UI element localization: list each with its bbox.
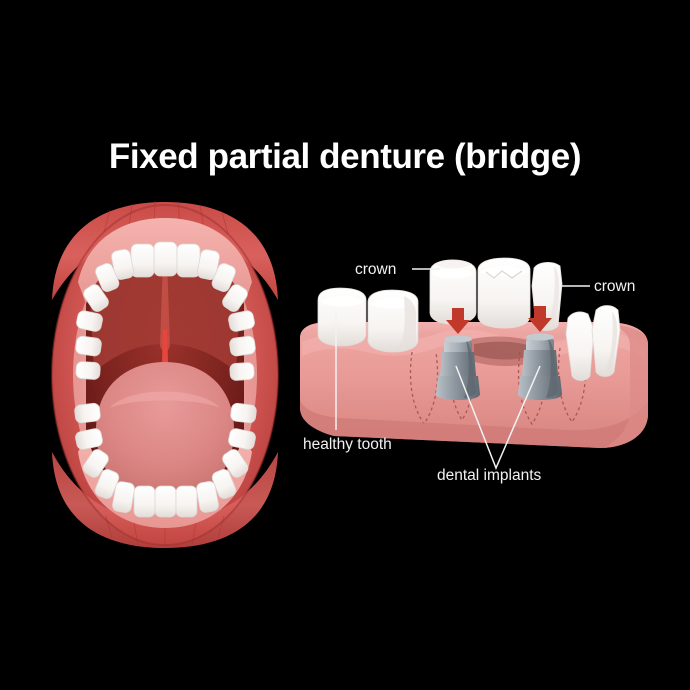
dental-implant-right	[518, 333, 562, 400]
page-title: Fixed partial denture (bridge)	[108, 137, 582, 176]
dental-implant-left	[436, 335, 480, 400]
upper-teeth	[75, 241, 256, 381]
healthy-teeth-right	[565, 305, 621, 381]
healthy-teeth-left	[317, 287, 419, 353]
lower-teeth	[74, 402, 257, 518]
arrow-down-right	[528, 306, 552, 332]
arrow-down-left	[446, 308, 470, 334]
leader-dental-implants	[455, 365, 541, 470]
tongue-highlight	[110, 391, 220, 408]
leader-lines	[335, 268, 590, 470]
label-healthy-tooth: healthy tooth	[303, 436, 392, 453]
tongue	[96, 362, 234, 498]
palate-raphe	[160, 258, 170, 356]
label-dental-implants: dental implants	[437, 467, 542, 484]
label-crown-right: crown	[594, 278, 636, 295]
label-crown-left: crown	[355, 261, 397, 278]
upper-gum	[78, 218, 252, 304]
uvula	[162, 330, 168, 372]
